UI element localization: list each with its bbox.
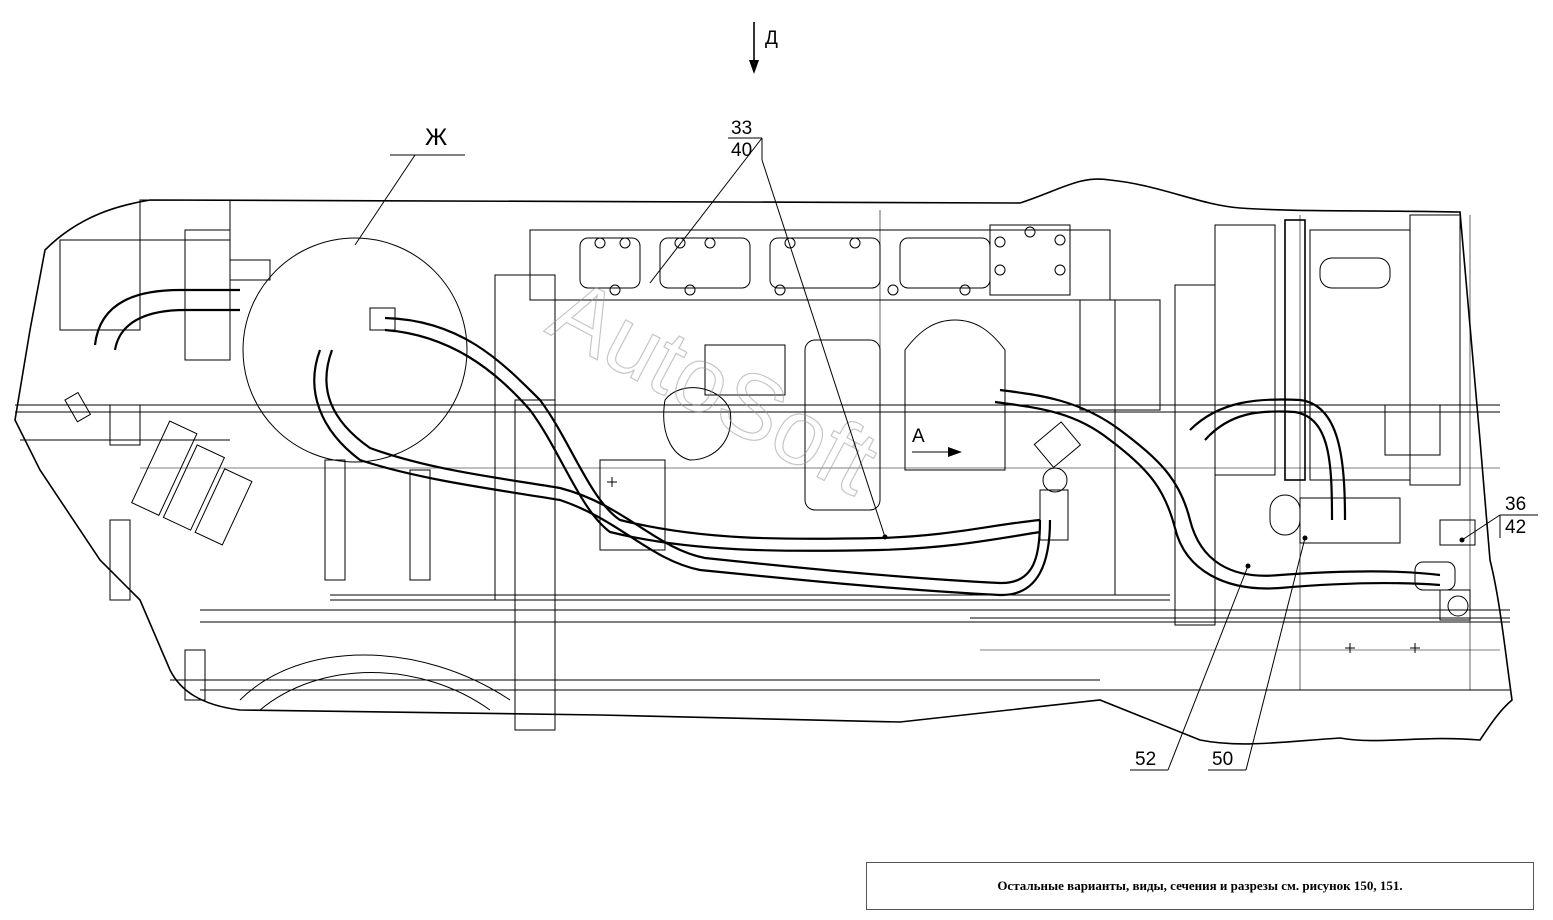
radiator-assembly bbox=[1174, 214, 1476, 690]
callout-33-40: 33 40 bbox=[649, 118, 888, 540]
view-label-d: Д bbox=[765, 28, 778, 49]
manifold-bolts bbox=[594, 226, 1066, 296]
frame-rails bbox=[15, 404, 1510, 691]
drawing-boundary bbox=[14, 178, 1513, 745]
watermark: AutoSoft bbox=[534, 259, 893, 515]
callout-40-bottom: 40 bbox=[731, 140, 752, 161]
callout-36-42: 36 42 bbox=[1459, 494, 1538, 543]
callout-42-bottom: 42 bbox=[1505, 517, 1526, 538]
callout-36-top: 36 bbox=[1505, 494, 1526, 515]
view-arrow-a bbox=[912, 447, 962, 457]
callout-33-top: 33 bbox=[731, 118, 752, 139]
callout-50: 50 bbox=[1208, 535, 1308, 771]
hoses bbox=[313, 307, 1456, 597]
detail-circle-zh bbox=[242, 237, 468, 463]
callout-52: 52 bbox=[1130, 563, 1251, 771]
footer-note: Остальные варианты, виды, сечения и разр… bbox=[997, 878, 1403, 893]
footer-note-box: Остальные варианты, виды, сечения и разр… bbox=[866, 862, 1534, 910]
callout-52-label: 52 bbox=[1135, 749, 1156, 770]
engine-block bbox=[494, 210, 1161, 731]
view-arrow-d bbox=[749, 22, 759, 74]
view-label-zh: Ж bbox=[425, 124, 447, 151]
callout-50-label: 50 bbox=[1212, 749, 1233, 770]
left-structure bbox=[20, 199, 511, 711]
center-marks bbox=[607, 477, 1420, 653]
view-label-a: А bbox=[912, 426, 925, 447]
